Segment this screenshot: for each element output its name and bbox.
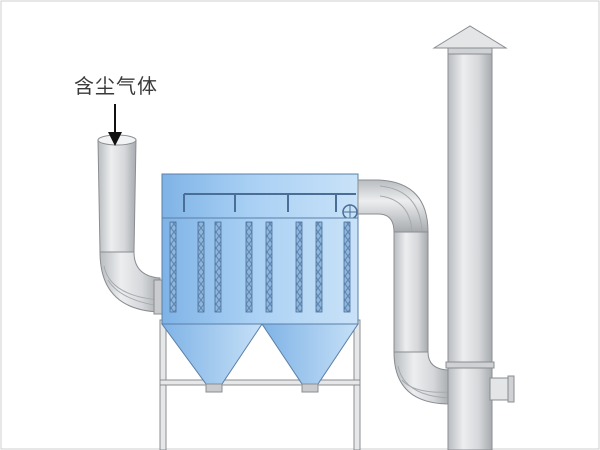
filter-housing — [161, 173, 359, 393]
hopper-right — [261, 323, 359, 385]
filter-bags — [169, 221, 351, 313]
hopper-left — [161, 323, 263, 385]
outlet-duct — [357, 179, 451, 405]
inlet-label: 含尘气体 — [74, 74, 158, 98]
arrow-down-icon — [108, 104, 122, 146]
exhaust-stack — [432, 25, 515, 450]
inlet-duct — [97, 134, 163, 315]
fan-circle-icon — [342, 204, 358, 220]
